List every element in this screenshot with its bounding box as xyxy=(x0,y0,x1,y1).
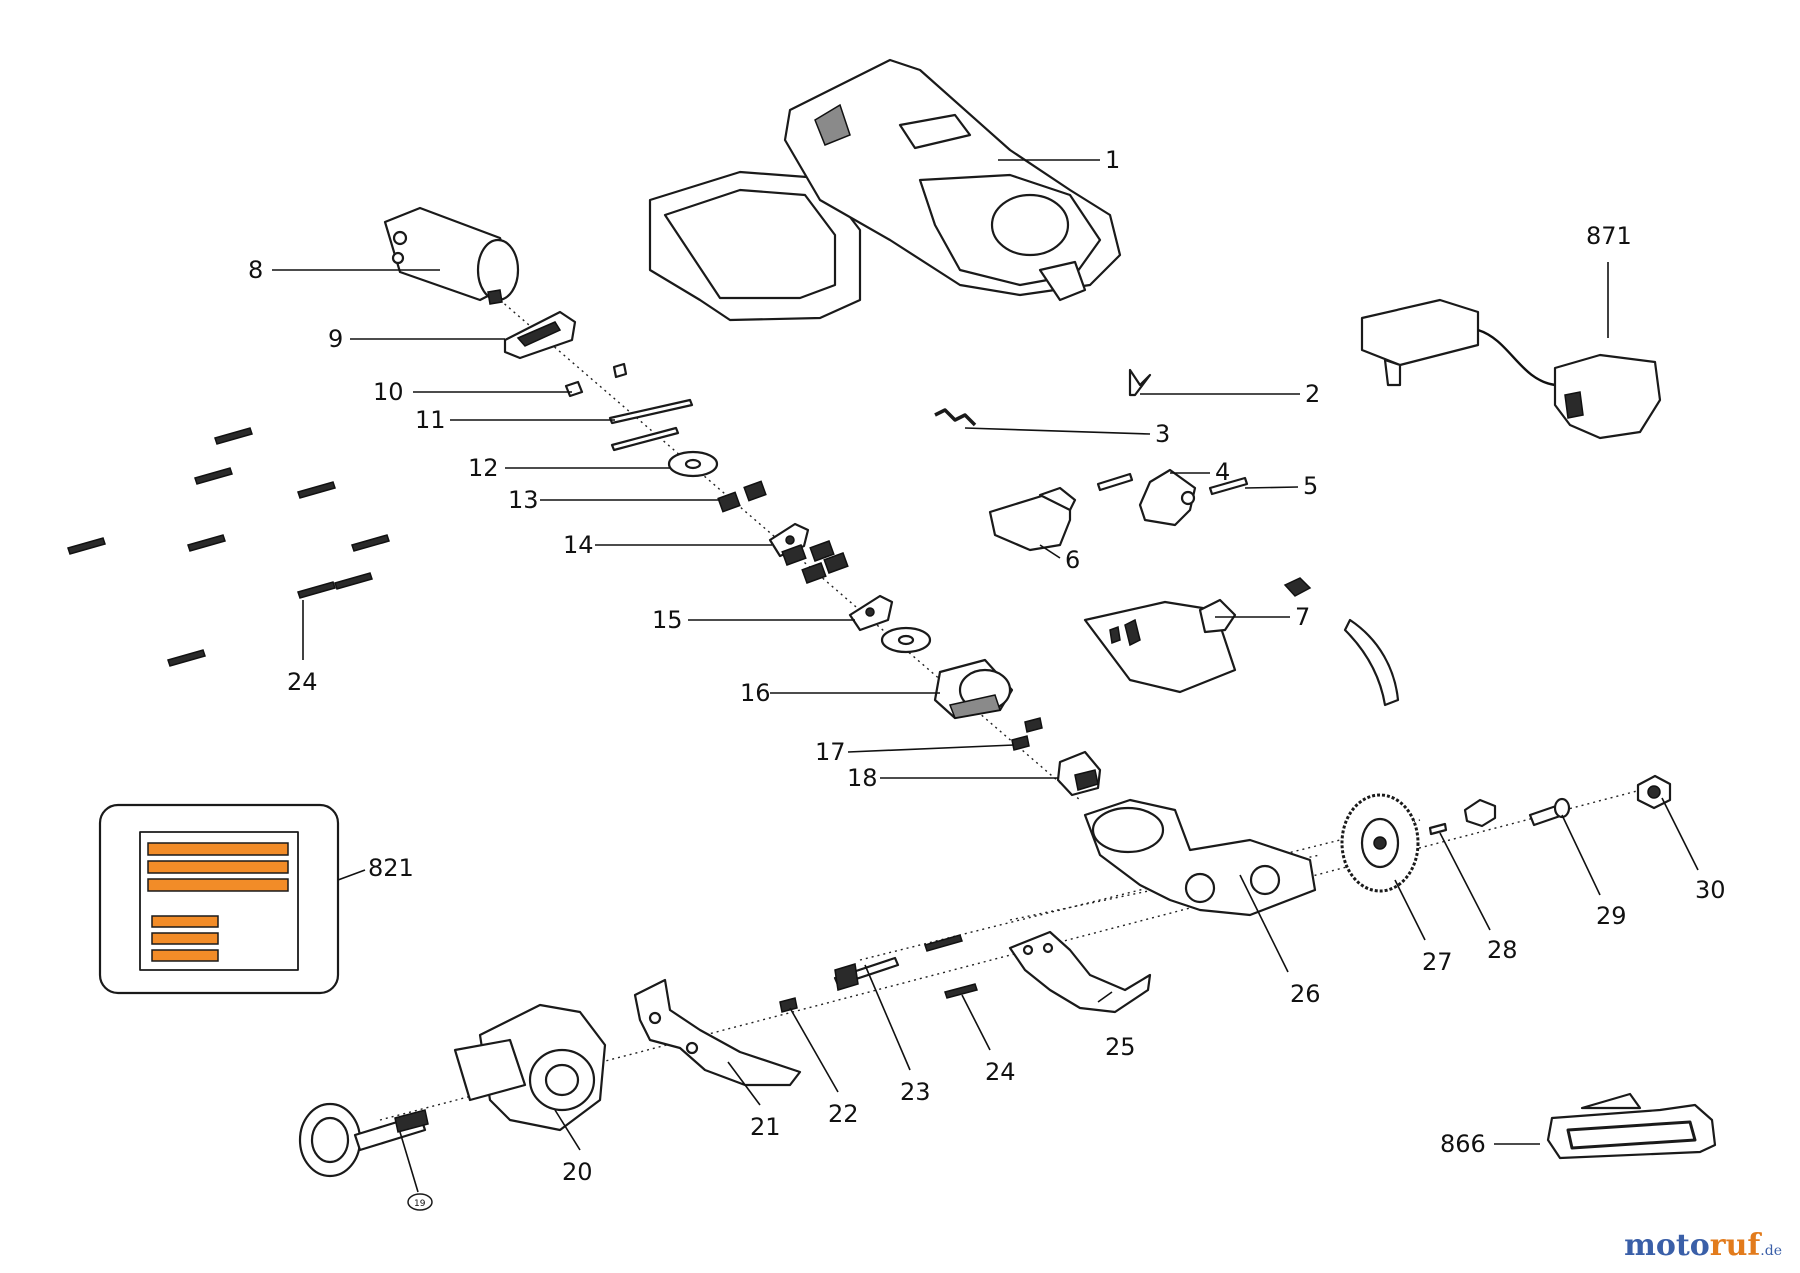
label-13: 13 xyxy=(508,486,539,514)
part-17-screws[interactable] xyxy=(1011,717,1043,751)
part-30-nut[interactable] xyxy=(1636,774,1672,810)
part-7-control-board[interactable] xyxy=(1083,577,1312,694)
part-18-pinion-housing[interactable] xyxy=(1056,750,1102,797)
hex-nut[interactable] xyxy=(1463,798,1497,828)
label-18: 18 xyxy=(847,764,878,792)
label-1: 1 xyxy=(1105,146,1120,174)
part-26-gear-head[interactable] xyxy=(1083,798,1317,917)
label-15: 15 xyxy=(652,606,683,634)
part-27-bevel-gear[interactable] xyxy=(1340,793,1420,893)
part-9-motor-plate[interactable] xyxy=(503,310,577,360)
label-27: 27 xyxy=(1422,948,1453,976)
part-20-front-housing[interactable] xyxy=(453,1003,607,1132)
part-3-spring[interactable] xyxy=(934,408,977,427)
part-24-blade-screws[interactable] xyxy=(924,934,978,999)
label-871: 871 xyxy=(1586,222,1632,250)
label-12: 12 xyxy=(468,454,499,482)
part-6-lock-switch[interactable] xyxy=(988,486,1077,552)
part-25-counter-blade[interactable] xyxy=(1008,930,1152,1014)
main-assembly-axis xyxy=(499,299,1081,801)
label-5: 5 xyxy=(1303,472,1318,500)
label-25: 25 xyxy=(1105,1033,1136,1061)
label-26: 26 xyxy=(1290,980,1321,1008)
part-821-warning-label[interactable] xyxy=(98,803,340,995)
label-10: 10 xyxy=(373,378,404,406)
label-22: 22 xyxy=(828,1100,859,1128)
part-19-adjustment-knob[interactable] xyxy=(298,1102,433,1211)
part-12-washer[interactable] xyxy=(667,450,719,478)
label-28: 28 xyxy=(1487,936,1518,964)
label-16: 16 xyxy=(740,679,771,707)
part-16-ring-gear[interactable] xyxy=(933,658,1014,720)
brand-logo: motoruf.de xyxy=(1624,1228,1782,1263)
part-2-spring-clip[interactable] xyxy=(1128,368,1152,397)
label-21: 21 xyxy=(750,1113,781,1141)
part-10-screws[interactable] xyxy=(564,362,628,398)
washer[interactable] xyxy=(880,626,932,654)
label-19: 19 xyxy=(414,1199,426,1209)
part-24-housing-screws[interactable] xyxy=(67,427,390,667)
part-8-motor[interactable] xyxy=(383,206,520,305)
label-4: 4 xyxy=(1215,458,1230,486)
part-11-pins[interactable] xyxy=(608,398,694,452)
label-2: 2 xyxy=(1305,380,1320,408)
label-24a: 24 xyxy=(287,668,318,696)
part-23-drive-shaft[interactable] xyxy=(833,956,900,991)
part-4-trigger[interactable] xyxy=(1138,468,1197,527)
part-13-planet-gears[interactable] xyxy=(717,480,767,513)
label-7: 7 xyxy=(1295,603,1310,631)
curved-spring-plate[interactable] xyxy=(1343,618,1400,707)
part-number-labels: 1 2 3 4 5 6 7 8 9 10 11 12 13 14 15 16 1… xyxy=(248,146,1726,1209)
part-14-planet-carrier[interactable] xyxy=(768,522,849,584)
part-871-charger[interactable] xyxy=(1360,298,1662,440)
part-5-pins[interactable] xyxy=(1096,472,1249,496)
label-14: 14 xyxy=(563,531,594,559)
label-30: 30 xyxy=(1695,876,1726,904)
label-23: 23 xyxy=(900,1078,931,1106)
part-866-battery-pack[interactable] xyxy=(1546,1092,1717,1160)
label-8: 8 xyxy=(248,256,263,284)
label-6: 6 xyxy=(1065,546,1080,574)
part-29-bolt[interactable] xyxy=(1528,797,1571,827)
label-9: 9 xyxy=(328,325,343,353)
part-21-cutting-blade[interactable] xyxy=(633,978,802,1087)
label-3: 3 xyxy=(1155,420,1170,448)
label-866: 866 xyxy=(1440,1130,1486,1158)
label-20: 20 xyxy=(562,1158,593,1186)
part-15-planet-carrier[interactable] xyxy=(848,594,894,632)
label-17: 17 xyxy=(815,738,846,766)
label-29: 29 xyxy=(1596,902,1627,930)
label-821: 821 xyxy=(368,854,414,882)
leader-lines xyxy=(272,159,1699,1193)
part-22-pin[interactable] xyxy=(779,997,798,1013)
part-1-main-housing[interactable] xyxy=(648,58,1122,322)
part-28-key[interactable] xyxy=(1428,822,1448,836)
label-24b: 24 xyxy=(985,1058,1016,1086)
label-11: 11 xyxy=(415,406,446,434)
